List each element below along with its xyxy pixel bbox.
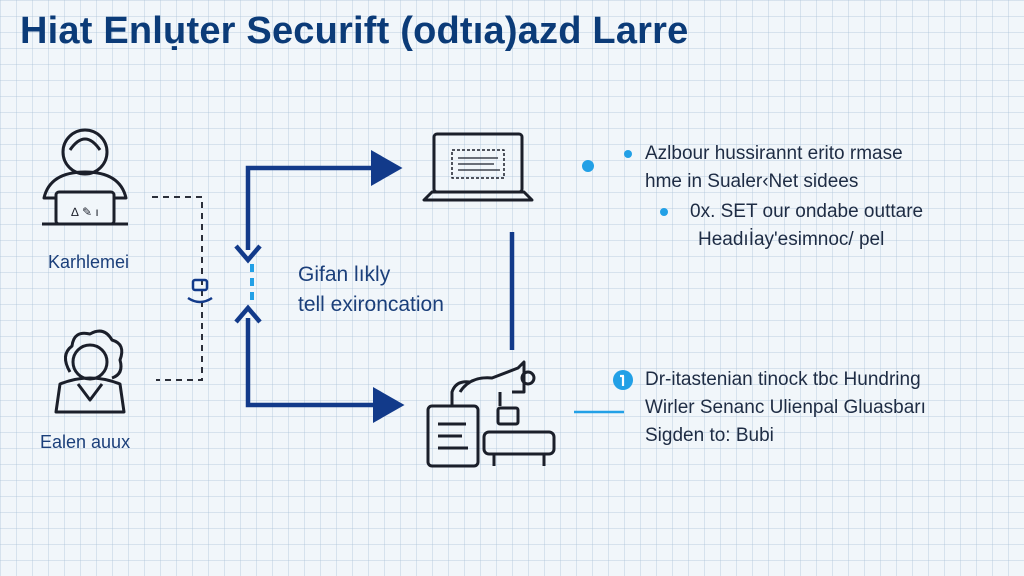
actor-label: Ealen auux — [40, 432, 131, 452]
note-bottom-line3: Sigden to: Bubi — [645, 425, 774, 446]
center-text-line1: Gifan lıkly — [298, 263, 391, 286]
info-icon — [613, 370, 633, 390]
user-laptop-icon: ∆ ✎ ı — [42, 128, 128, 226]
dashed-connector — [152, 196, 203, 381]
user-icon — [54, 329, 126, 414]
note-bottom-line2: Wirler Senanc Ulienpal Gluasbarı — [645, 397, 926, 418]
note-top-line1: Azlbour hussirannt erito rmase — [645, 143, 903, 164]
actor-label: Karhlemei — [48, 252, 130, 272]
laptop-icon — [422, 132, 534, 202]
dot-icon — [582, 150, 668, 216]
center-text-line2: tell exironcation — [298, 293, 444, 316]
note-bottom-line1: Dr-itastenian tinock tbc Hundring — [645, 369, 921, 390]
device-workstation-icon — [426, 360, 556, 468]
svg-text:∆ ✎ ı: ∆ ✎ ı — [71, 205, 98, 219]
note-top-line4: Headıİay'esimnoc/ pel — [698, 229, 885, 250]
page-title: Hiat Enlụter Securift (odtıa)azd Larre — [20, 10, 689, 52]
link-icon — [187, 278, 213, 304]
note-top-line3: 0x. SET our ondabe outtare — [690, 201, 924, 222]
note-top-line2: hme in Sualer‹Net sidees — [645, 171, 859, 192]
flow-arrows — [234, 150, 515, 423]
